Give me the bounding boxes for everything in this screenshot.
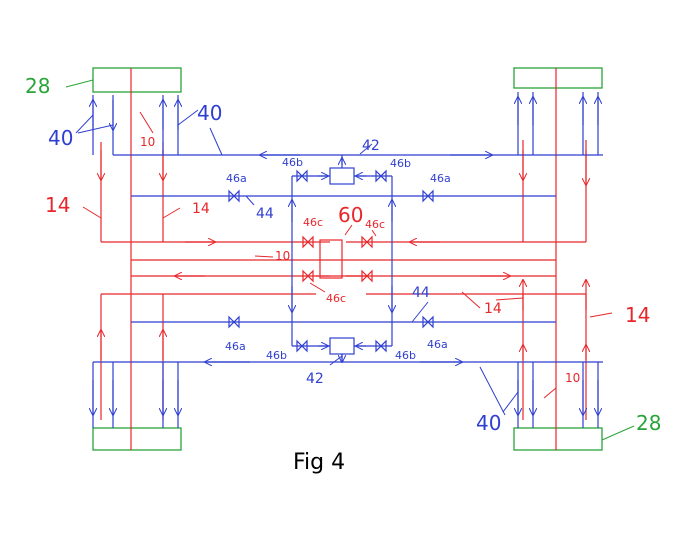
- red-arrows: [101, 150, 586, 360]
- label-14: 14: [625, 303, 650, 327]
- valve-block-42-top: [330, 168, 354, 184]
- label-42: 42: [306, 371, 324, 387]
- label-10: 10: [140, 135, 155, 149]
- label-28: 28: [636, 411, 661, 435]
- label-40: 40: [48, 126, 73, 150]
- label-46c: 46c: [326, 292, 346, 305]
- wheel-rear-right: [514, 428, 602, 450]
- label-46b: 46b: [390, 157, 411, 170]
- label-44: 44: [412, 285, 430, 301]
- red-valves-46c: [303, 237, 372, 281]
- label-44: 44: [256, 206, 274, 222]
- red-lines: [101, 68, 586, 450]
- figure-caption: Fig 4: [293, 450, 345, 475]
- blue-valves: [229, 171, 433, 351]
- label-42: 42: [362, 138, 380, 154]
- label-14: 14: [45, 193, 70, 217]
- label-46a: 46a: [225, 340, 246, 353]
- valve-block-42-bottom: [330, 338, 354, 354]
- reference-labels: 28 28 40 40 40 10 10 10 14 14 14 14 42 4…: [25, 74, 661, 435]
- differential-60: [320, 240, 342, 278]
- label-46c: 46c: [303, 216, 323, 229]
- label-14: 14: [484, 301, 502, 317]
- label-46b: 46b: [282, 156, 303, 169]
- label-46b: 46b: [266, 349, 287, 362]
- label-46c: 46c: [365, 218, 385, 231]
- wheel-front-left: [93, 68, 181, 92]
- label-10: 10: [565, 371, 580, 385]
- label-46a: 46a: [430, 172, 451, 185]
- label-60: 60: [338, 203, 363, 227]
- label-10: 10: [275, 249, 290, 263]
- wheel-front-right: [514, 68, 602, 88]
- wheels: [93, 68, 602, 450]
- label-40: 40: [197, 101, 222, 125]
- blue-arrows: [93, 97, 598, 415]
- label-46a: 46a: [427, 338, 448, 351]
- wheel-rear-left: [93, 428, 181, 450]
- label-46b: 46b: [395, 349, 416, 362]
- label-28: 28: [25, 74, 50, 98]
- label-46a: 46a: [226, 172, 247, 185]
- label-14: 14: [192, 201, 210, 217]
- label-40: 40: [476, 411, 501, 435]
